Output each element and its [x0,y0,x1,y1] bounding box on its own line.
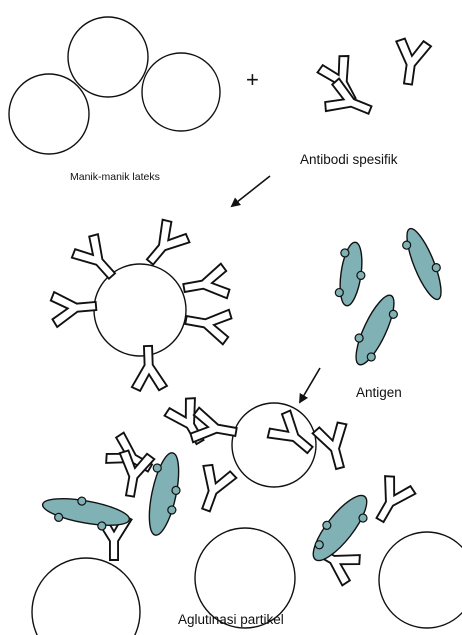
plus-sign: + [246,67,259,93]
agglutination-label: Aglutinasi partikel [178,612,284,627]
down-left-arrow-icon [232,176,270,206]
down-left-arrow-icon [300,368,320,402]
antibody-icon [365,473,418,529]
latex-bead [9,74,89,154]
coated-bead-group [50,217,233,392]
agglutination-group [32,395,462,635]
latex-bead [379,532,462,628]
latex-beads-group [9,17,220,154]
antigen-label: Antigen [356,385,402,400]
antigen-icon [334,241,370,308]
antibody-icon [391,37,432,86]
free-antibodies-group [316,37,432,126]
antibody-icon [190,462,238,516]
latex-bead [142,53,220,131]
antibody-icon [181,263,231,305]
antibody-label: Antibodi spesifik [300,152,398,167]
antigens-group [334,224,452,371]
latex-bead [32,558,140,635]
antigen-icon [345,289,403,370]
antibody-icon [312,420,357,472]
latex-bead [68,17,148,97]
latex-beads-label: Manik-manik lateks [70,171,160,183]
antigen-icon [398,224,452,305]
antibody-icon [50,289,97,328]
antibody-icon [183,303,233,345]
